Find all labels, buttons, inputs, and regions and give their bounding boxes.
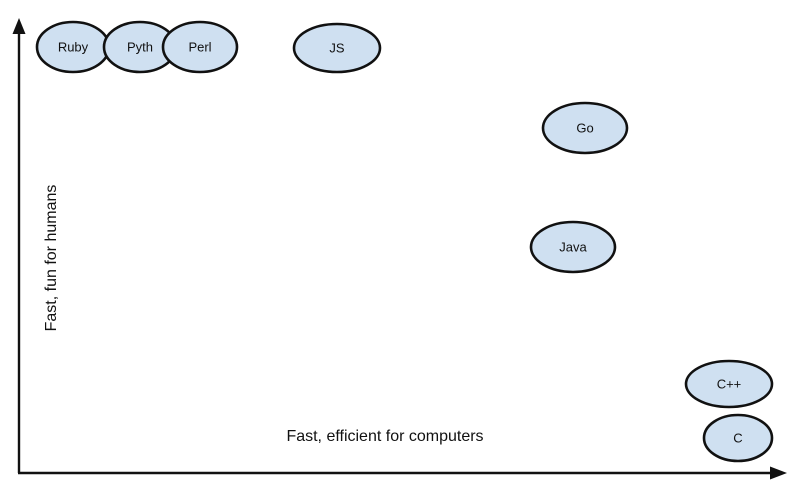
bubble-ellipse — [292, 22, 382, 74]
bubble-label: Pyth — [127, 39, 153, 54]
data-point-js[interactable]: JS — [292, 22, 382, 74]
bubble-label: C — [733, 430, 742, 445]
x-axis-arrow-icon — [770, 466, 787, 480]
x-axis-label: Fast, efficient for computers — [286, 428, 483, 445]
bubble-label: Ruby — [58, 39, 89, 54]
axis-labels-group: Fast, efficient for computers Fast, fun … — [43, 185, 484, 445]
data-point-c[interactable]: C — [702, 413, 774, 463]
bubble-label: Java — [559, 239, 587, 254]
bubble-label: C++ — [717, 376, 742, 391]
y-axis-label: Fast, fun for humans — [43, 185, 60, 332]
axes-group — [12, 18, 787, 480]
data-point-cplusplus[interactable]: C++ — [684, 359, 774, 409]
data-point-perl[interactable]: Perl — [161, 20, 239, 74]
bubble-ellipse — [541, 101, 629, 155]
bubble-label: Go — [576, 120, 593, 135]
data-point-pyth[interactable]: Pyth — [102, 20, 178, 74]
bubble-label: Perl — [188, 39, 211, 54]
bubble-ellipse — [529, 220, 617, 274]
bubble-label: JS — [329, 40, 345, 55]
bubble-ellipse — [161, 20, 239, 74]
y-axis-arrow-icon — [12, 18, 26, 34]
bubble-ellipse — [684, 359, 774, 409]
data-point-java[interactable]: Java — [529, 220, 617, 274]
data-point-go[interactable]: Go — [541, 101, 629, 155]
bubble-ellipse — [702, 413, 774, 463]
data-point-ruby[interactable]: Ruby — [35, 20, 111, 74]
